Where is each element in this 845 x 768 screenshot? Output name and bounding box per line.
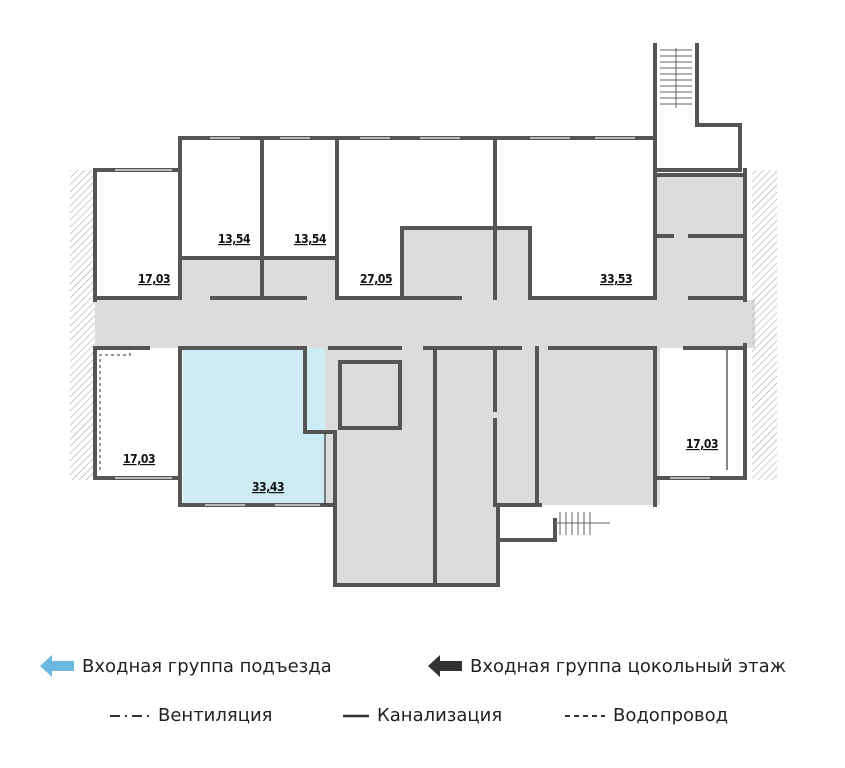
- stairs-top: [660, 48, 692, 108]
- legend-label: Канализация: [377, 705, 503, 726]
- walls: [93, 43, 747, 587]
- room-area-label: 17,03: [138, 272, 170, 286]
- room-area-label: 33,43: [252, 480, 284, 494]
- legend-label: Входная группа цокольный этаж: [470, 655, 786, 677]
- room-area-label: 13,54: [294, 232, 327, 246]
- room-area-label: 27,05: [360, 272, 392, 286]
- hatched-wall-right: [752, 170, 777, 480]
- room-area-label: 17,03: [123, 452, 155, 466]
- legend-sewer: Канализация: [343, 705, 502, 726]
- legend-ventilation: Вентиляция: [110, 705, 273, 726]
- legend-entrance-basement: Входная группа цокольный этаж: [428, 655, 786, 677]
- legend-label: Вентиляция: [158, 705, 273, 726]
- room-area-label: 17,03: [686, 437, 718, 451]
- room-area-label: 33,53: [600, 272, 632, 286]
- dash-dot-line-icon: [110, 714, 150, 717]
- legend-entrance-entry: Входная группа подъезда: [40, 655, 332, 677]
- legend-label: Водопровод: [613, 705, 729, 726]
- arrow-left-icon: [428, 655, 462, 677]
- common-areas: [95, 175, 755, 585]
- room-area-label: 13,54: [218, 232, 251, 246]
- highlighted-room[interactable]: [183, 348, 325, 504]
- dashed-line-icon: [565, 714, 605, 717]
- floor-plan: 17,03 13,54 13,54 27,05 33,53 17,03 33,4…: [70, 43, 777, 587]
- legend-label: Входная группа подъезда: [82, 655, 332, 677]
- hatched-wall-left: [70, 170, 95, 480]
- stairs-bottom: [555, 512, 610, 535]
- arrow-left-icon: [40, 655, 74, 677]
- solid-line-icon: [343, 714, 369, 717]
- windows: [115, 137, 710, 506]
- legend-water: Водопровод: [565, 705, 728, 726]
